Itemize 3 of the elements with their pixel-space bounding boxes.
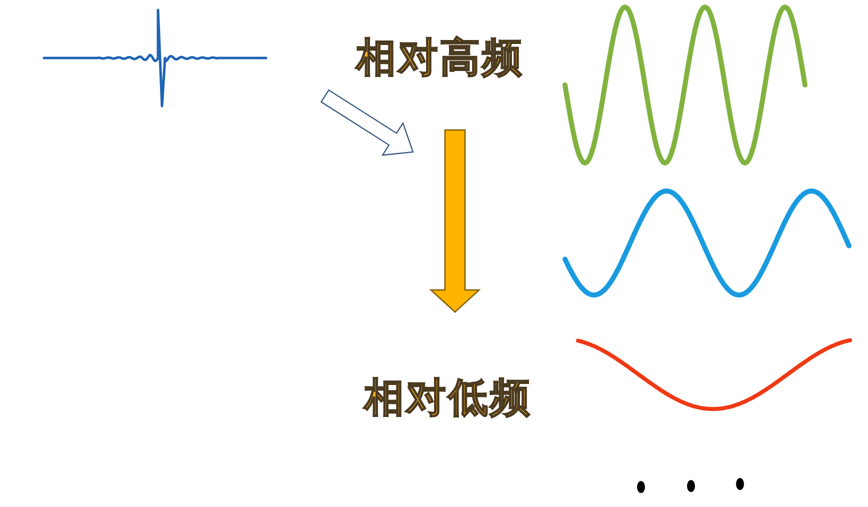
text-label: 相对低频 — [364, 378, 564, 422]
arrow — [429, 129, 481, 314]
text-label: 相对高频 — [356, 38, 556, 82]
